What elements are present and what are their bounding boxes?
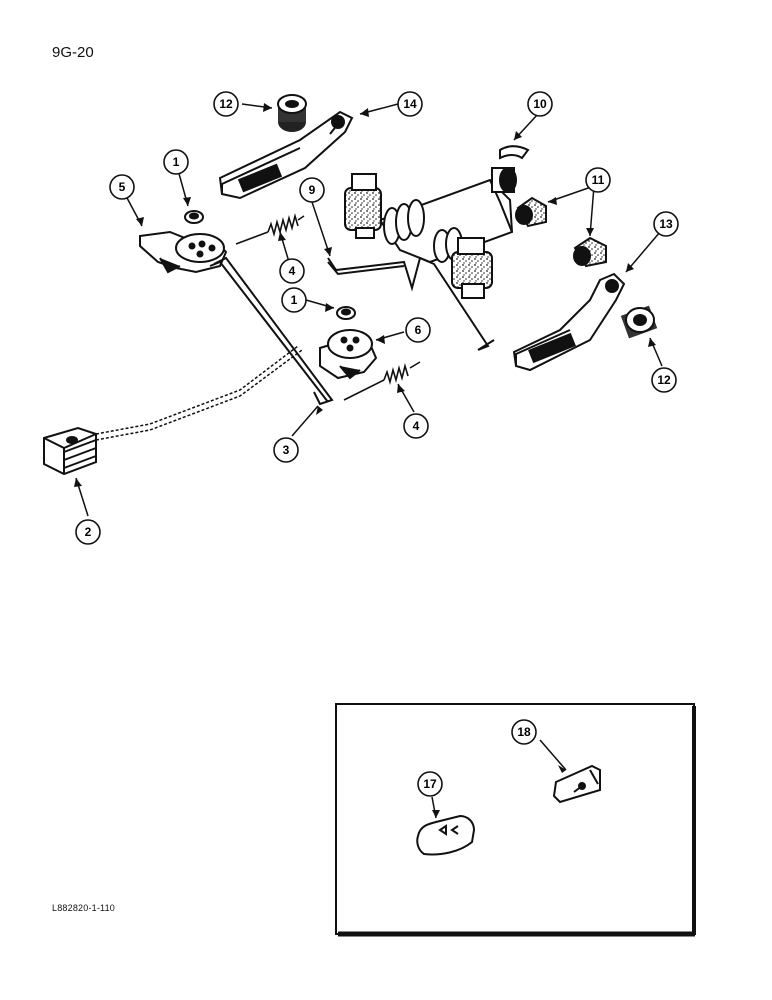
- cap-upper: [515, 196, 547, 228]
- control-cable: [95, 345, 303, 441]
- svg-text:17: 17: [423, 777, 437, 791]
- callout-4-upper: 4: [279, 258, 305, 284]
- washer-middle: [336, 306, 356, 320]
- svg-text:14: 14: [403, 97, 417, 111]
- spring-lower: [343, 361, 421, 401]
- bushing-right: [620, 305, 658, 339]
- svg-text:3: 3: [283, 443, 290, 457]
- bushing-top: [277, 94, 307, 132]
- spring-upper: [235, 212, 305, 245]
- svg-text:9: 9: [309, 183, 316, 197]
- leader-arrowheads: [74, 103, 656, 818]
- callouts: 12 14 10 1 5 9 11 13 4 1 6 12 3 4 2 18 1…: [75, 91, 679, 797]
- svg-text:12: 12: [657, 373, 671, 387]
- callout-2: 2: [75, 519, 101, 545]
- svg-text:5: 5: [119, 180, 126, 194]
- svg-text:6: 6: [415, 323, 422, 337]
- linkage-plate-center: [319, 329, 378, 380]
- washer-top: [184, 210, 204, 224]
- callout-18: 18: [511, 719, 537, 745]
- callout-12-right: 12: [651, 367, 677, 393]
- callout-13: 13: [653, 211, 679, 237]
- lever-top: [218, 110, 354, 200]
- inset-part-17: [416, 814, 476, 856]
- svg-text:4: 4: [413, 419, 420, 433]
- svg-text:10: 10: [533, 97, 547, 111]
- callout-5: 5: [109, 174, 135, 200]
- svg-text:11: 11: [592, 173, 605, 187]
- valve-assembly: [344, 167, 517, 299]
- callout-4-lower: 4: [403, 413, 429, 439]
- svg-text:1: 1: [291, 293, 298, 307]
- figure-code: L882820-1-110: [52, 903, 115, 913]
- callout-14: 14: [397, 91, 423, 117]
- svg-text:18: 18: [517, 725, 531, 739]
- linkage-plate-left: [139, 230, 228, 274]
- svg-text:4: 4: [289, 264, 296, 278]
- svg-text:12: 12: [219, 97, 233, 111]
- inset-part-18: [552, 764, 601, 804]
- callout-17: 17: [417, 771, 443, 797]
- page-number: 9G-20: [52, 44, 94, 61]
- svg-text:1: 1: [173, 155, 180, 169]
- leader-lines: [75, 103, 663, 819]
- callout-10: 10: [527, 91, 553, 117]
- rod-long: [327, 256, 495, 351]
- control-knob: [43, 426, 97, 476]
- svg-text:13: 13: [659, 217, 673, 231]
- svg-text:2: 2: [85, 525, 92, 539]
- rod-diagonal: [209, 256, 334, 406]
- cotter-pin: [499, 145, 530, 160]
- callout-11: 11: [585, 167, 611, 193]
- callout-6: 6: [405, 317, 431, 343]
- callout-9: 9: [299, 177, 325, 203]
- cap-lower: [573, 236, 607, 268]
- callout-12-top: 12: [213, 91, 239, 117]
- callout-1-top: 1: [163, 149, 189, 175]
- lever-right: [512, 272, 626, 372]
- callout-3: 3: [273, 437, 299, 463]
- callout-1-middle: 1: [281, 287, 307, 313]
- inset-box: [335, 703, 696, 937]
